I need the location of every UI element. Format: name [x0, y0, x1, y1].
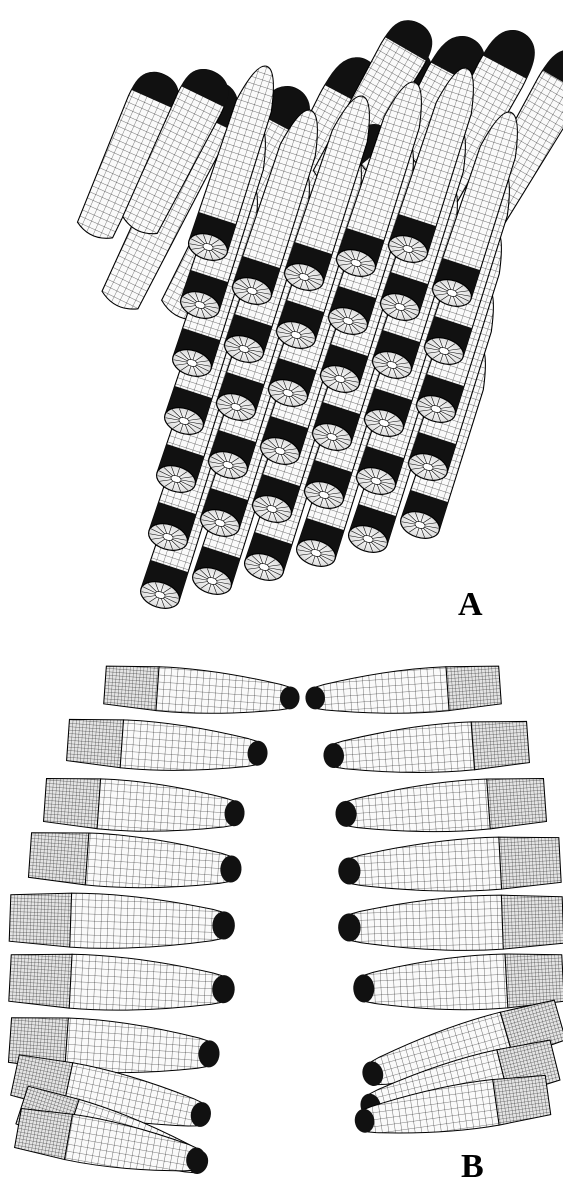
rod-b-12 — [334, 775, 547, 840]
rod-b-14 — [337, 893, 563, 955]
rod-b-13 — [337, 834, 561, 898]
rod-b-3 — [28, 829, 243, 896]
rod-b-5 — [9, 951, 237, 1017]
rod-b-11 — [322, 718, 530, 781]
rod-b-10 — [304, 663, 502, 721]
rod-b-4 — [9, 891, 236, 953]
rod-b-2 — [43, 775, 246, 839]
panel-a-bundle — [71, 12, 563, 613]
rod-b-0 — [103, 663, 301, 721]
panel-label-a: A — [458, 588, 483, 622]
panel-b-bundle — [8, 663, 563, 1188]
rod-b-1 — [66, 716, 269, 778]
panel-label-b: B — [461, 1150, 484, 1184]
